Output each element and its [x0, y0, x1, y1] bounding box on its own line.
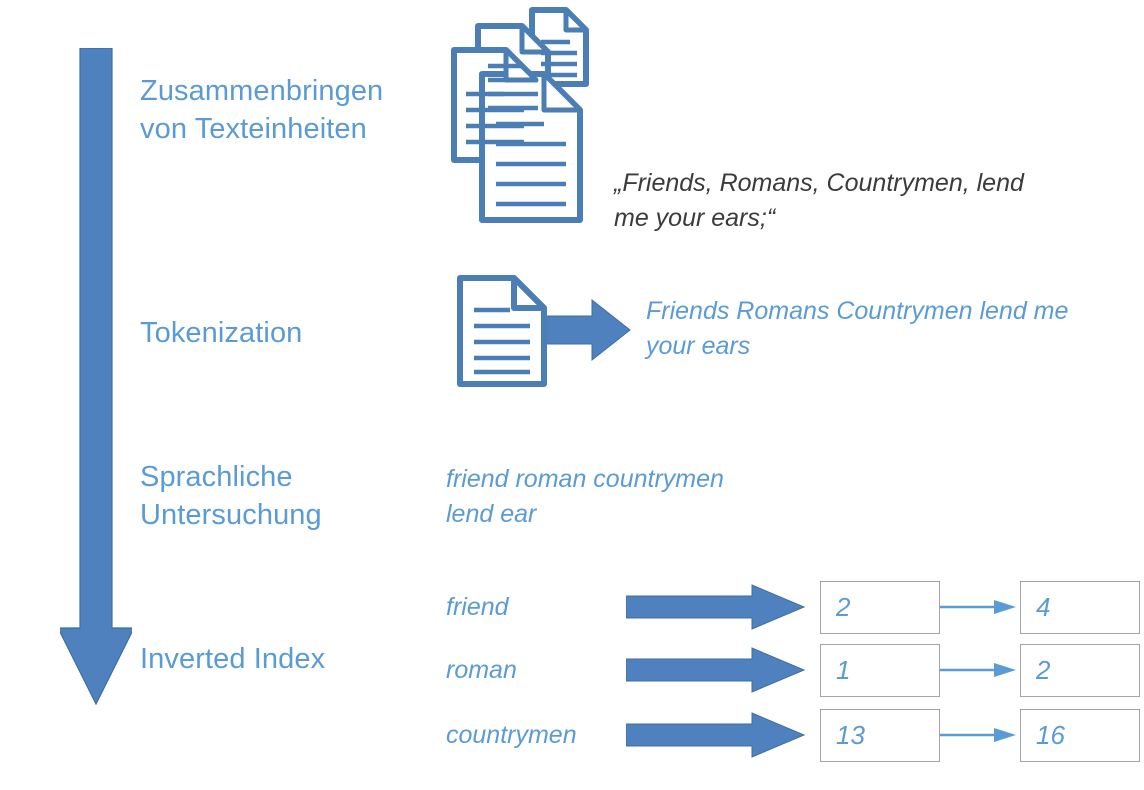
- posting-link-arrow-icon: [940, 725, 1020, 745]
- normalized-terms-text: friend roman countrymen lend ear: [446, 465, 724, 528]
- posting-box: 1: [820, 643, 940, 697]
- index-term-label: friend: [446, 592, 509, 621]
- index-row: roman 1 2: [446, 641, 1140, 699]
- tokenized-output-text: Friends Romans Countrymen lend me your e…: [646, 297, 1069, 360]
- document-stack-icon: [448, 2, 628, 232]
- posting-list-block-arrow-icon: [626, 647, 806, 693]
- posting-box: 4: [1020, 580, 1140, 634]
- pipeline-flow-arrow: [60, 48, 132, 708]
- posting-box: 13: [820, 708, 940, 762]
- posting-list-block-arrow-icon: [626, 712, 806, 758]
- posting-box: 2: [1020, 643, 1140, 697]
- stage-label-inverted-index: Inverted Index: [140, 643, 326, 675]
- stage-label-aggregation: Zusammenbringen von Texteinheiten: [140, 75, 384, 146]
- posting-link-arrow-icon: [940, 597, 1020, 617]
- downward-pipeline-arrow-icon: [60, 48, 132, 706]
- index-row: countrymen 13 16: [446, 706, 1140, 764]
- posting-box: 16: [1020, 708, 1140, 762]
- tokenization-graphic: [452, 272, 642, 390]
- stage-label-tokenization: Tokenization: [140, 317, 303, 349]
- posting-box: 2: [820, 580, 940, 634]
- stage-label-linguistic-analysis: Sprachliche Untersuchung: [140, 461, 322, 532]
- source-quote-text: „Friends, Romans, Countrymen, lend me yo…: [614, 169, 1024, 232]
- index-term-label: countrymen: [446, 720, 577, 749]
- index-row: friend 2 4: [446, 578, 1140, 636]
- index-term-label: roman: [446, 655, 517, 684]
- document-icon: [457, 275, 547, 387]
- right-block-arrow-icon: [535, 298, 631, 362]
- posting-list-block-arrow-icon: [626, 584, 806, 630]
- posting-link-arrow-icon: [940, 660, 1020, 680]
